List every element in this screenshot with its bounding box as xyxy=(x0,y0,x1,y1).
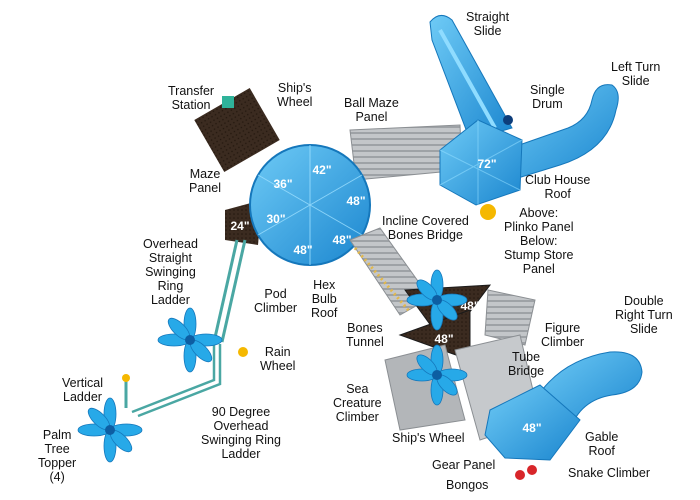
label-incline-covered-bones-bridge: Incline Covered Bones Bridge xyxy=(382,214,469,242)
label-single-drum: Single Drum xyxy=(530,83,565,111)
transfer-post xyxy=(222,96,234,108)
height-label-clubhouse: 72" xyxy=(477,157,496,171)
label-pod-climber: Pod Climber xyxy=(254,287,298,315)
vertical-ladder-cap xyxy=(122,374,130,382)
label-maze-panel: Maze Panel xyxy=(189,167,221,195)
height-label-hex-b: 36" xyxy=(273,177,292,191)
palm-tree-topper-2 xyxy=(77,397,143,463)
overhead-straight-ring-ladder xyxy=(212,239,247,343)
label-tube-bridge: Tube Bridge xyxy=(508,350,545,378)
figure-climber xyxy=(484,289,536,346)
palm-tree-topper-1 xyxy=(157,307,223,373)
bongo-right xyxy=(527,465,537,475)
label-straight-slide: Straight Slide xyxy=(466,10,510,38)
sea-creature-climber xyxy=(384,344,466,431)
label-gear-panel: Gear Panel xyxy=(432,458,496,472)
label-club-house-roof: Club House Roof xyxy=(525,173,591,201)
transfer-station xyxy=(194,88,280,172)
label-ball-maze-panel: Ball Maze Panel xyxy=(344,96,399,124)
label-ships-wheel-top: Ship's Wheel xyxy=(277,81,313,109)
height-label-hex-e: 48" xyxy=(332,233,351,247)
label-plinko-stump-store: Above: Plinko Panel Below: Stump Store P… xyxy=(504,206,574,276)
label-vertical-ladder: Vertical Ladder xyxy=(62,376,103,404)
club-house-roof: 72" xyxy=(439,119,523,206)
left-turn-slide xyxy=(504,84,619,179)
label-overhead-straight-ladder: Overhead Straight Swinging Ring Ladder xyxy=(143,237,198,307)
bongo-left xyxy=(515,470,525,480)
hex-bulb-roof: 42" 36" 48" 30" 48" 48" xyxy=(249,144,371,266)
height-label-hex-a: 42" xyxy=(312,163,331,177)
label-snake-climber: Snake Climber xyxy=(568,466,650,480)
bones-rail xyxy=(353,247,412,313)
label-gable-roof: Gable Roof xyxy=(585,430,619,458)
label-palm-tree-topper: Palm Tree Topper (4) xyxy=(38,428,77,484)
rain-wheel xyxy=(238,347,248,357)
label-left-turn-slide: Left Turn Slide xyxy=(611,60,661,88)
height-label-hex-d: 30" xyxy=(266,212,285,226)
label-figure-climber: Figure Climber xyxy=(541,321,585,349)
label-bones-tunnel: Bones Tunnel xyxy=(346,321,384,349)
height-label-deck-left: 24" xyxy=(230,219,249,233)
gable-roof: 48" xyxy=(484,384,581,461)
single-drum xyxy=(503,115,513,125)
label-sea-creature-climber: Sea Creature Climber xyxy=(333,382,382,424)
yellow-accent xyxy=(480,204,496,220)
height-label-tri-lower: 48" xyxy=(434,332,453,346)
height-label-hex-f: 48" xyxy=(293,243,312,257)
palm-tree-topper-3 xyxy=(406,269,468,331)
label-hex-bulb-roof: Hex Bulb Roof xyxy=(311,278,338,320)
label-transfer-station: Transfer Station xyxy=(168,84,215,112)
height-label-hex-c: 48" xyxy=(346,194,365,208)
label-bongos: Bongos xyxy=(446,478,489,492)
label-90-degree-ladder: 90 Degree Overhead Swinging Ring Ladder xyxy=(201,405,281,461)
label-double-right-turn-slide: Double Right Turn Slide xyxy=(615,294,673,336)
height-label-gable: 48" xyxy=(522,421,541,435)
palm-tree-topper-4 xyxy=(406,344,468,406)
label-ships-wheel-bottom: Ship's Wheel xyxy=(392,431,465,445)
ninety-degree-ring-ladder xyxy=(131,344,222,418)
label-rain-wheel: Rain Wheel xyxy=(260,345,296,373)
